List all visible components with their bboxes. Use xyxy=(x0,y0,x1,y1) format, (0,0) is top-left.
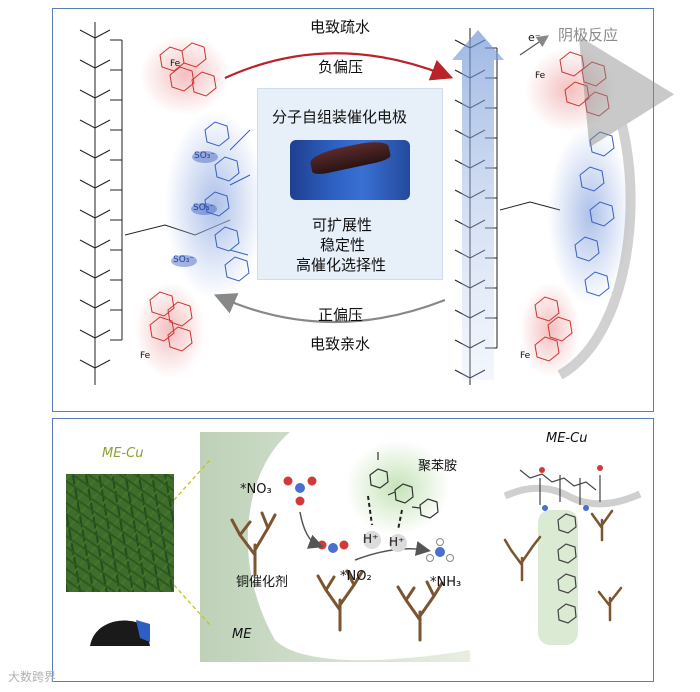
label-polyaniline: 聚苯胺 xyxy=(418,460,457,473)
reaction-arrow-2 xyxy=(355,549,425,560)
reaction-arrow-1 xyxy=(300,512,318,545)
label-me: ME xyxy=(232,628,251,641)
label-hplus-2: H⁺ xyxy=(389,536,404,548)
copper-tree-3 xyxy=(398,582,442,640)
label-no2: *NO₂ xyxy=(340,570,372,583)
label-no3: *NO₃ xyxy=(240,483,272,496)
watermark: 大数跨界 xyxy=(8,668,56,685)
label-hplus-1: H⁺ xyxy=(363,533,378,545)
me-cu-mesh-image xyxy=(66,474,174,592)
label-nh3: *NH₃ xyxy=(430,576,461,589)
label-catalyst: 铜催化剂 xyxy=(236,576,288,589)
no2-molecule xyxy=(318,541,349,554)
nh3-molecule xyxy=(427,539,454,562)
label-me-cu-left: ME-Cu xyxy=(102,447,143,460)
label-me-cu-right: ME-Cu xyxy=(546,432,587,445)
no3-molecule xyxy=(284,477,317,506)
electrode-chip-image xyxy=(84,612,154,652)
